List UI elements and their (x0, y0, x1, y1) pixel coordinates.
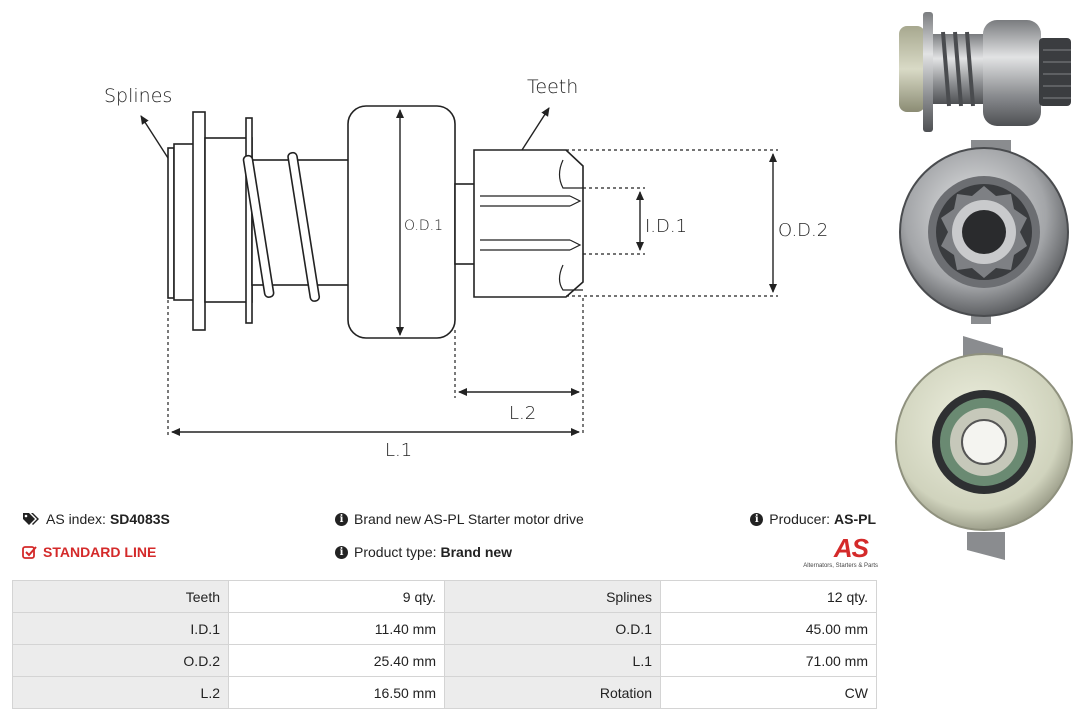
as-pl-logo: AS Alternators, Starters & Parts (790, 535, 880, 571)
standard-line-badge: STANDARD LINE (22, 544, 156, 560)
spec-value: 16.50 mm (228, 676, 445, 709)
spec-table: Teeth 9 qty. Splines 12 qty. I.D.1 11.40… (12, 580, 877, 709)
check-square-icon (22, 546, 37, 559)
pinion-tooth (558, 264, 583, 291)
product-type-value: Brand new (440, 544, 513, 560)
spring-coil (287, 151, 321, 302)
logo-mark: AS (833, 533, 869, 563)
spec-value: CW (660, 676, 877, 709)
as-index-label: AS index: (46, 511, 106, 527)
table-row: L.2 16.50 mm Rotation CW (12, 676, 877, 709)
teeth-pointer (521, 107, 550, 151)
spec-value: 71.00 mm (660, 644, 877, 677)
od2-label: O.D.2 (778, 220, 828, 241)
info-icon: i (750, 512, 764, 526)
spec-label: O.D.2 (12, 644, 229, 677)
product-photo-back (895, 336, 1073, 560)
technical-drawing: Splines Teeth O.D.1 I.D.1 O.D.2 L.2 L.1 (104, 76, 828, 461)
spec-label: Rotation (444, 676, 661, 709)
flange (192, 111, 206, 331)
l2-label: L.2 (509, 403, 536, 424)
standard-line-text: STANDARD LINE (43, 544, 157, 560)
product-type-label: Product type: (354, 544, 437, 560)
spec-label: Teeth (12, 580, 229, 613)
pinion (473, 149, 584, 298)
spec-label: L.2 (12, 676, 229, 709)
tags-icon (23, 513, 39, 525)
spec-value: 25.40 mm (228, 644, 445, 677)
spec-value: 11.40 mm (228, 612, 445, 645)
spec-label: O.D.1 (444, 612, 661, 645)
teeth-label: Teeth (527, 76, 578, 98)
tooth-tip (569, 239, 582, 251)
producer-value: AS-PL (834, 511, 876, 527)
washer (245, 117, 253, 324)
splines-pointer (140, 115, 169, 159)
splines-label: Splines (104, 85, 172, 107)
info-icon: i (335, 545, 348, 559)
spec-value: 45.00 mm (660, 612, 877, 645)
table-row: Teeth 9 qty. Splines 12 qty. (12, 580, 877, 613)
as-index-value: SD4083S (109, 511, 170, 527)
description: i Brand new AS-PL Starter motor drive (335, 511, 584, 527)
table-row: I.D.1 11.40 mm O.D.1 45.00 mm (12, 612, 877, 645)
tooth-tip (569, 195, 582, 207)
logo-tagline: Alternators, Starters & Parts (803, 563, 878, 569)
pinion-tooth (558, 159, 583, 189)
spec-label: I.D.1 (12, 612, 229, 645)
od1-label: O.D.1 (404, 218, 443, 234)
product-type: i Product type: Brand new (335, 544, 512, 560)
spec-value: 9 qty. (228, 580, 445, 613)
info-icon: i (335, 512, 348, 526)
l1-label: L.1 (385, 440, 412, 461)
spec-value: 12 qty. (660, 580, 877, 613)
spline-end-ring (167, 147, 175, 299)
producer-label: Producer: (769, 511, 830, 527)
product-photo-front (899, 140, 1069, 324)
spec-label: Splines (444, 580, 661, 613)
table-row: O.D.2 25.40 mm L.1 71.00 mm (12, 644, 877, 677)
product-photo-side (899, 12, 1071, 132)
spec-label: L.1 (444, 644, 661, 677)
producer: i Producer: AS-PL (750, 511, 876, 527)
id1-label: I.D.1 (645, 216, 687, 237)
shaft (454, 183, 476, 265)
spline-collar (173, 143, 195, 301)
as-index: AS index: SD4083S (22, 511, 170, 527)
description-text: Brand new AS-PL Starter motor drive (354, 511, 584, 527)
spring-coil (242, 154, 275, 298)
